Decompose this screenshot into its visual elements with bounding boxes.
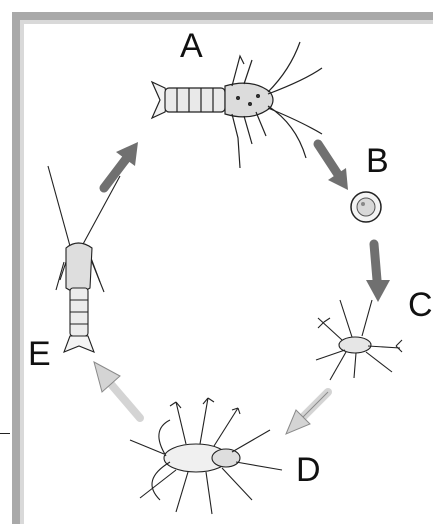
arrow-a-to-b xyxy=(318,144,348,190)
stage-label-d: D xyxy=(296,453,321,487)
arrow-e-to-a xyxy=(104,142,138,188)
arrow-d-to-e xyxy=(94,362,140,418)
egg-drawing xyxy=(351,192,381,222)
larva-d-drawing xyxy=(130,398,282,514)
stage-label-e: E xyxy=(28,337,51,371)
arrow-c-to-d xyxy=(286,392,328,434)
juvenile-lobster-drawing xyxy=(48,166,120,352)
adult-lobster-drawing xyxy=(152,42,322,168)
arrow-b-to-c xyxy=(366,244,390,302)
stage-label-a: A xyxy=(180,29,203,63)
stage-label-c: C xyxy=(408,288,433,322)
larva-c-drawing xyxy=(316,300,402,380)
stage-label-b: B xyxy=(366,144,389,178)
